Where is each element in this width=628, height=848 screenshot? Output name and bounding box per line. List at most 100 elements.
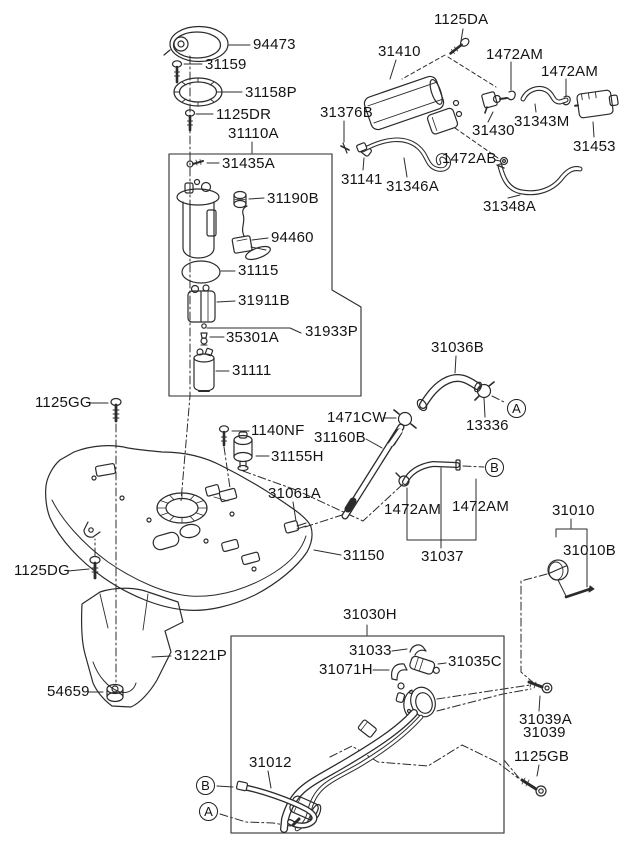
part-label-31410: 31410 xyxy=(378,43,421,60)
fuel-cap-31010-drawing xyxy=(547,518,595,599)
view-marker-a-top: A xyxy=(507,399,526,418)
part-label-31037: 31037 xyxy=(421,548,464,565)
part-label-31010: 31010 xyxy=(552,502,595,519)
part-label-94473: 94473 xyxy=(253,36,296,53)
part-label-31033: 31033 xyxy=(349,642,392,659)
tube-31160B-drawing xyxy=(341,423,405,520)
part-label-1471CW: 1471CW xyxy=(327,409,387,426)
fuel-pump-motor-31111-drawing xyxy=(193,347,215,392)
bolt-1140NF-drawing xyxy=(218,425,230,447)
part-label-31039A: 31039A xyxy=(519,711,572,728)
part-label-31155H: 31155H xyxy=(271,448,324,465)
hose-31037-drawing xyxy=(395,459,461,487)
part-label-31343M: 31343M xyxy=(514,113,570,130)
bolt-31159-drawing xyxy=(171,60,183,84)
part-label-54659: 54659 xyxy=(47,683,90,700)
dash-leaders-1125DA xyxy=(401,54,499,159)
part-label-31430: 31430 xyxy=(472,122,515,139)
valve-31453-drawing xyxy=(574,89,619,119)
clip-1472AM-1-drawing xyxy=(507,90,516,101)
part-label-31111: 31111 xyxy=(232,362,272,379)
bolt-1125DR-drawing xyxy=(184,109,196,132)
clip-1472AM-2-drawing xyxy=(562,95,571,106)
part-label-1125DA: 1125DA xyxy=(434,11,489,28)
screw-31435A-drawing xyxy=(186,159,204,168)
part-label-31150: 31150 xyxy=(343,547,385,564)
view-marker-b-bottom: B xyxy=(196,776,215,795)
part-label-31030H: 31030H xyxy=(343,606,397,623)
tube-31346A-drawing xyxy=(356,137,451,172)
hose-31036B-drawing xyxy=(416,373,483,412)
filler-neck-box-31030H xyxy=(230,635,505,834)
part-label-1472AB: 1472AB xyxy=(442,150,497,167)
elbow-31071H-drawing xyxy=(390,663,408,704)
filler-head-drawing xyxy=(403,686,436,718)
part-label-94460: 94460 xyxy=(271,229,314,246)
fuel-pump-assembly-drawing xyxy=(176,178,220,259)
view-marker-b-top: B xyxy=(485,458,504,477)
leader-lines xyxy=(67,28,595,789)
part-label-31190B: 31190B xyxy=(267,190,319,207)
part-label-1125DG: 1125DG xyxy=(14,562,70,579)
part-label-31435A: 31435A xyxy=(222,155,275,172)
part-label-31035C: 31035C xyxy=(448,653,502,670)
canister-31410-drawing xyxy=(363,75,463,135)
part-label-31376B: 31376B xyxy=(320,104,373,121)
clip-31033-drawing xyxy=(409,644,427,656)
fuel-tank-31150-drawing xyxy=(45,445,313,611)
part-label-1125GG: 1125GG xyxy=(35,394,92,411)
bolt-1125DG-drawing xyxy=(89,555,101,580)
part-label-31141: 31141 xyxy=(341,171,383,188)
part-label-31158P: 31158P xyxy=(245,84,297,101)
clamp-13336-drawing xyxy=(474,381,495,401)
bolt-1125GB-drawing xyxy=(503,759,547,797)
nut-1472AB-drawing xyxy=(499,156,509,166)
filler-pipe-drawing xyxy=(280,709,424,833)
part-label-31221P: 31221P xyxy=(174,647,227,664)
clip-31376B-drawing xyxy=(340,142,350,154)
seal-31115-drawing xyxy=(181,260,221,284)
valve-31155H-drawing xyxy=(233,431,253,472)
pump-cover-pad-94473-drawing xyxy=(163,25,229,63)
part-label-31039: 31039 xyxy=(523,724,566,741)
heat-shield-31221P-drawing xyxy=(81,587,184,708)
part-label-31010B: 31010B xyxy=(563,542,616,559)
bracket-31037 xyxy=(406,467,477,549)
part-label-35301A: 35301A xyxy=(226,329,279,346)
part-label-1472AM-4: 1472AM xyxy=(452,498,510,515)
part-label-1472AM-2: 1472AM xyxy=(541,63,599,80)
part-label-31071H: 31071H xyxy=(319,661,373,678)
part-label-1125GB: 1125GB xyxy=(514,748,570,765)
part-label-31346A: 31346A xyxy=(386,178,439,195)
clamp-1471CW-drawing xyxy=(393,409,417,429)
hose-31343M-drawing xyxy=(520,85,569,105)
part-label-31160B: 31160B xyxy=(314,429,366,446)
filter-31911B-drawing xyxy=(187,284,216,323)
part-label-1140NF: 1140NF xyxy=(251,422,305,439)
part-label-13336: 13336 xyxy=(466,417,509,434)
part-label-31159: 31159 xyxy=(205,56,247,73)
part-label-31061A: 31061A xyxy=(268,485,321,502)
part-label-1472AM-3: 1472AM xyxy=(384,501,442,518)
bolt-31039A-drawing xyxy=(527,680,553,694)
part-label-31036B: 31036B xyxy=(431,339,484,356)
part-label-31911B: 31911B xyxy=(238,292,290,309)
part-label-31012: 31012 xyxy=(249,754,292,771)
part-label-31115: 31115 xyxy=(238,262,279,279)
part-label-31453: 31453 xyxy=(573,138,616,155)
fuel-sender-94460-drawing xyxy=(231,205,271,261)
part-label-1472AM-1: 1472AM xyxy=(486,46,544,63)
hose-31012-drawing xyxy=(235,780,318,829)
part-label-31348A: 31348A xyxy=(483,198,536,215)
valve-31430-drawing xyxy=(481,91,508,114)
nut-54659-drawing xyxy=(106,683,124,703)
valve-31035C-drawing xyxy=(409,655,440,675)
lock-ring-31158P-drawing xyxy=(173,77,223,107)
part-label-31110A: 31110A xyxy=(228,125,279,142)
part-label-31933P: 31933P xyxy=(305,323,358,340)
hose-31348A-drawing xyxy=(496,163,583,196)
view-marker-a-bottom: A xyxy=(199,802,218,821)
part-label-1125DR: 1125DR xyxy=(216,106,272,123)
